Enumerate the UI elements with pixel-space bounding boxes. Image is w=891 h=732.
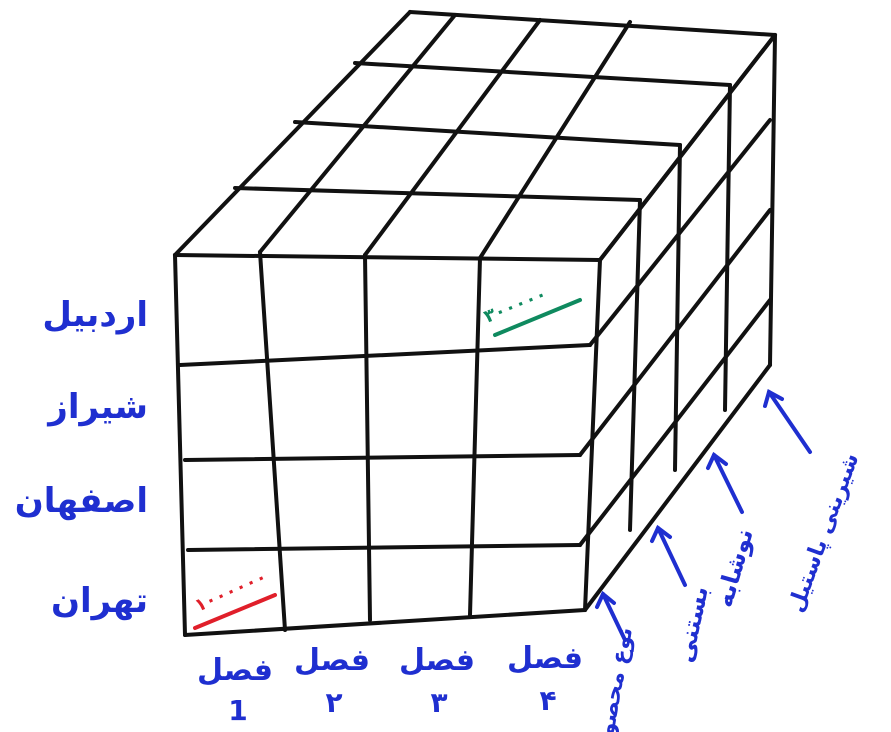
depth-arrow-3 (706, 451, 744, 514)
red-cell-value: ۱۰۰۰۰۰۰ (191, 566, 270, 616)
green-cell-value: ۳۰۰۰۰۰ (481, 283, 550, 327)
depth-arrow-1 (595, 590, 627, 642)
row-labels: اردبیل شیراز اصفهان تهران (15, 295, 148, 621)
column-label-2-number: ۲ (325, 686, 342, 719)
red-cell-note: ۱۰۰۰۰۰۰ (191, 566, 277, 630)
depth-label-soda: نوشابه (710, 525, 759, 610)
depth-label-candy-pastille: شیرینی پاستیل (784, 450, 865, 616)
depth-label-ice-cream: بستنی (670, 584, 713, 665)
green-cell-note: ۳۰۰۰۰۰ (481, 283, 582, 337)
right-face-grid (578, 33, 777, 612)
depth-label-product-type: نوع محصول (591, 625, 638, 732)
column-labels: فصل 1 فصل ۲ فصل ۳ فصل ۴ (197, 641, 583, 727)
top-face-grid (173, 10, 777, 262)
depth-arrow-2 (650, 524, 687, 587)
column-label-3-word: فصل (399, 643, 475, 678)
row-label-isfahan: اصفهان (15, 481, 148, 521)
column-label-1-number: 1 (228, 694, 247, 727)
column-label-2-word: فصل (294, 643, 370, 678)
column-label-4-word: فصل (507, 641, 583, 676)
row-label-ardabil: اردبیل (42, 295, 148, 335)
column-label-1-word: فصل (197, 653, 273, 688)
row-label-tehran: تهران (51, 581, 148, 621)
row-label-shiraz: شیراز (46, 387, 148, 427)
column-label-3-number: ۳ (430, 686, 447, 719)
column-label-4-number: ۴ (539, 684, 556, 717)
front-face-grid (173, 250, 602, 637)
depth-arrow-4 (763, 389, 812, 454)
